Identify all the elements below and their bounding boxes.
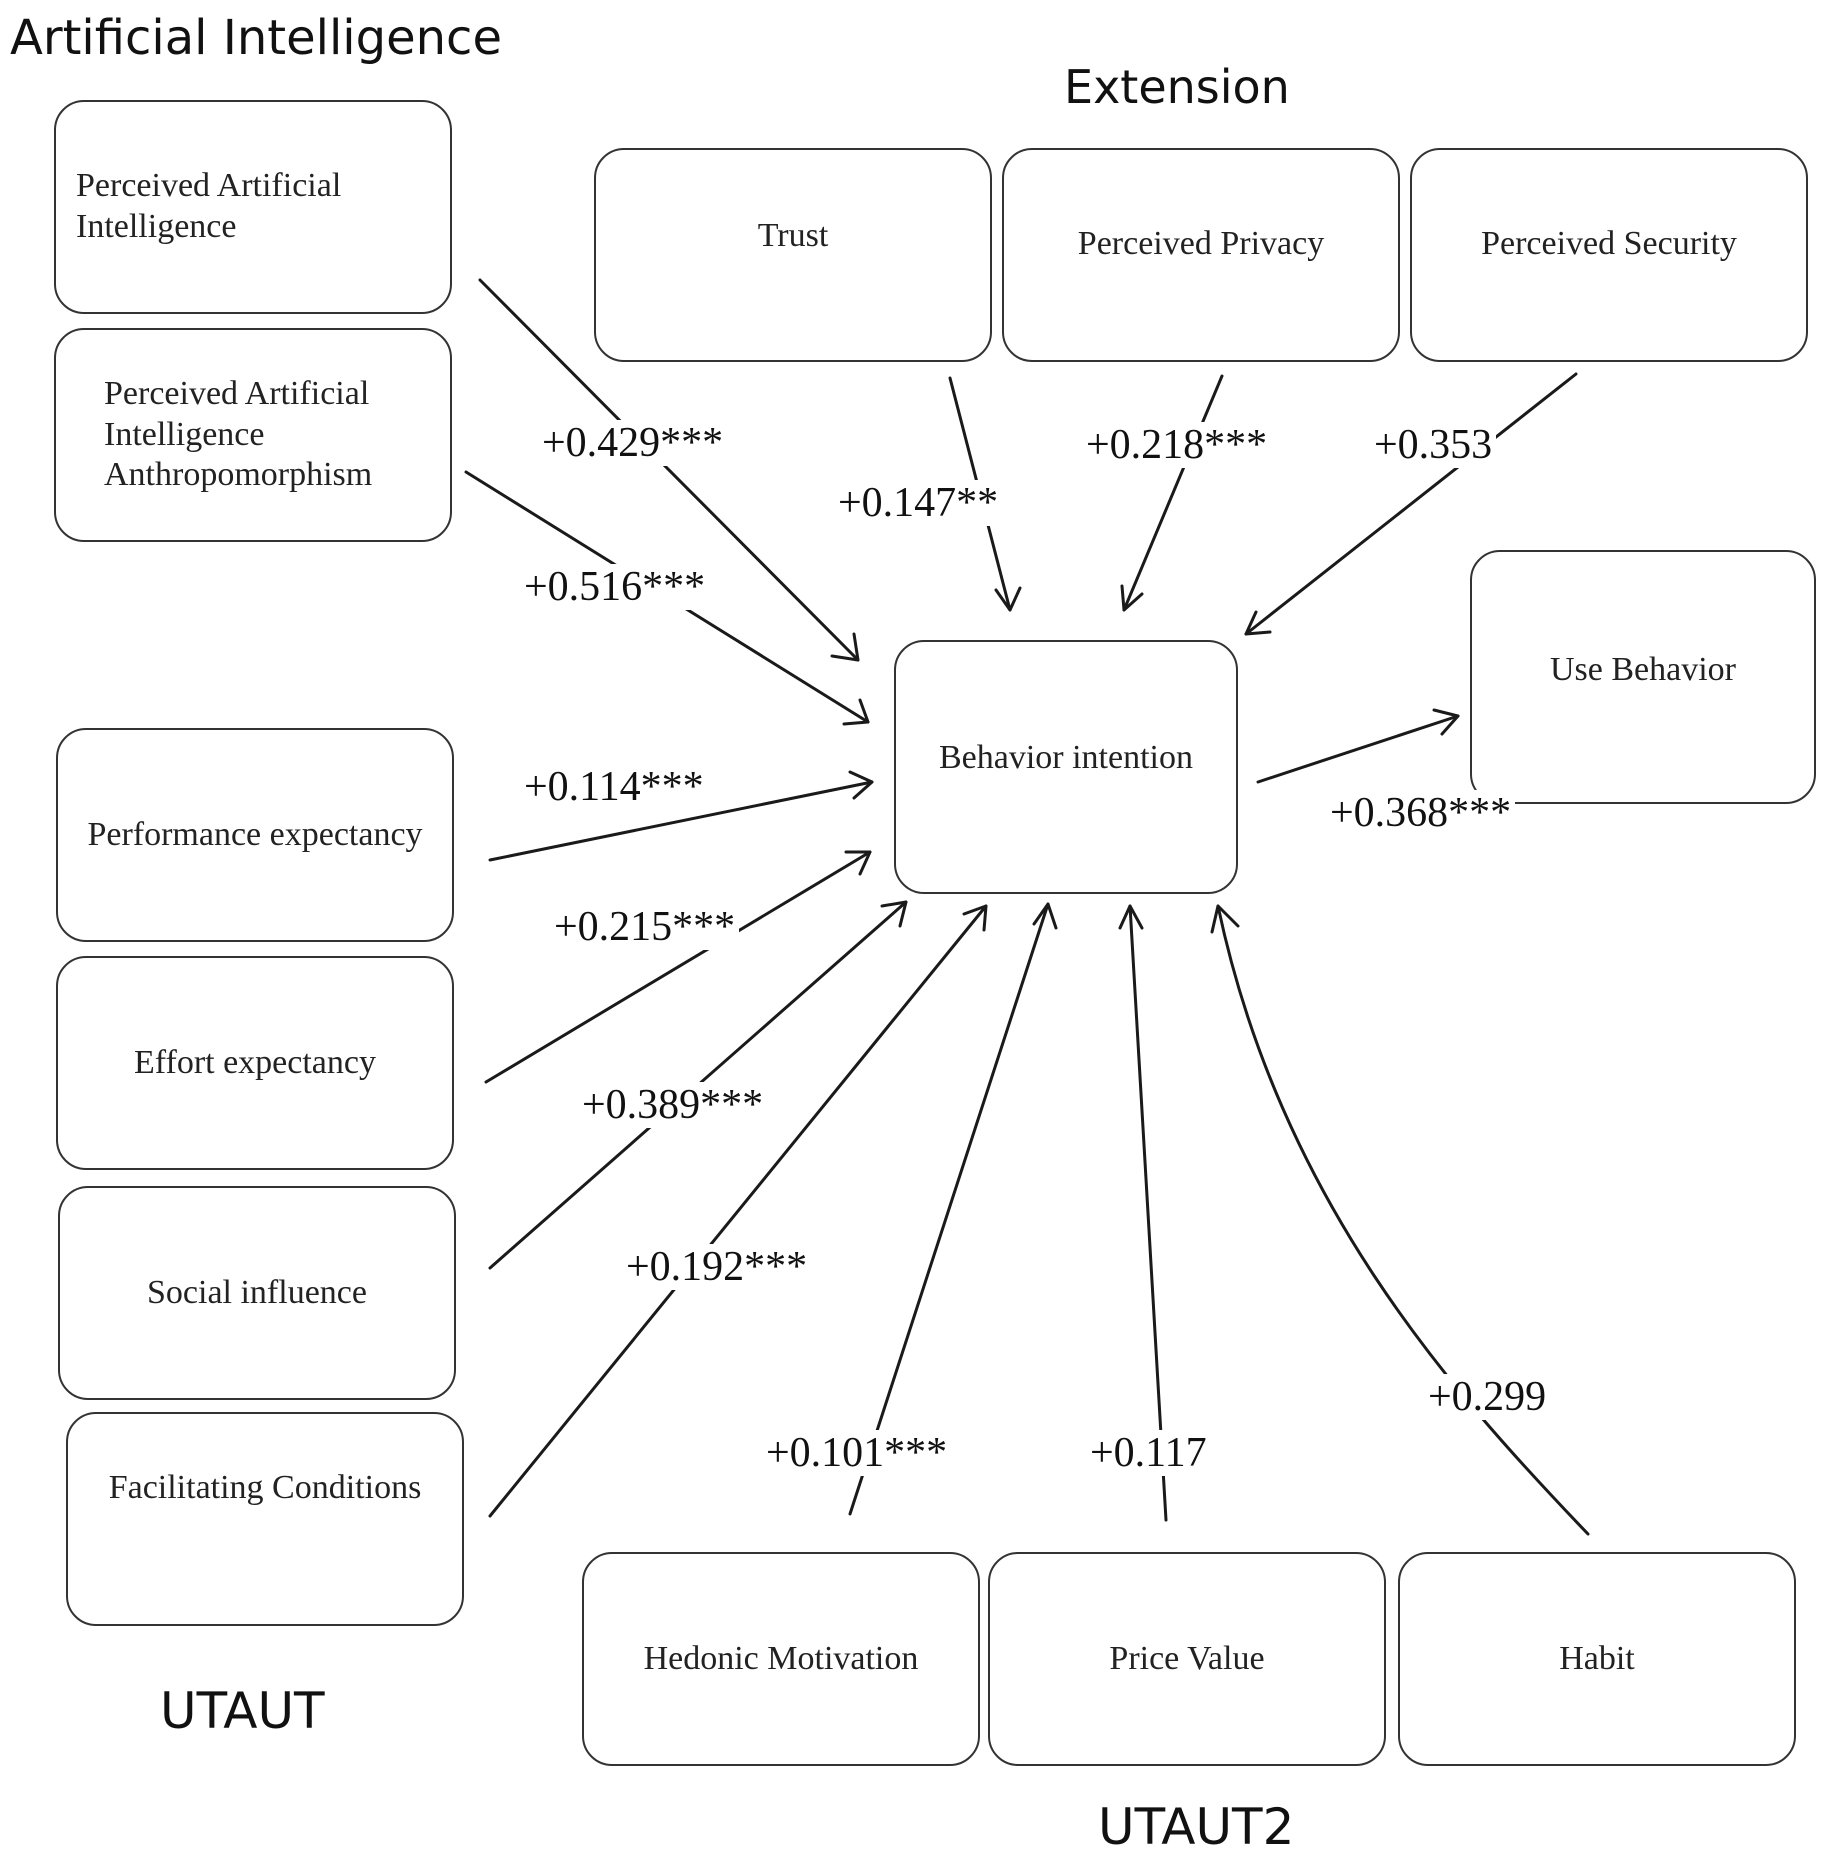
arrow-ee-bi [484, 850, 872, 1084]
node-perceived-ai-label: Perceived Artificial Intelligence [76, 167, 342, 245]
coefficient-ee-bi: +0.215*** [550, 904, 740, 950]
arrow-ps-bi [1244, 372, 1578, 636]
node-price-value-label: Price Value [1109, 1639, 1265, 1677]
arrowhead-pai-bi [830, 632, 860, 662]
node-performance-expectancy: Performance expectancy [56, 728, 454, 942]
node-trust-label: Trust [757, 217, 829, 254]
arrowhead-ee-bi [844, 850, 872, 876]
arrow-fc-bi [488, 904, 988, 1518]
arrow-hm-bi [848, 902, 1050, 1516]
arrow-pp-bi [1122, 374, 1224, 612]
arrowhead-habit-bi [1210, 904, 1240, 934]
node-social-influence-label: Social influence [147, 1273, 367, 1311]
arrowhead-pe-bi [848, 770, 874, 800]
coefficient-trust-bi: +0.147** [834, 480, 1003, 526]
node-habit-label: Habit [1559, 1639, 1635, 1677]
node-behavior-intention: Behavior intention [894, 640, 1238, 894]
node-effort-expectancy-label: Effort expectancy [134, 1043, 376, 1081]
node-perceived-ai: Perceived Artificial Intelligence [54, 100, 452, 314]
node-perceived-ai-anthropomorphism: Perceived Artificial Intelligence Anthro… [54, 328, 452, 542]
node-hedonic-motivation: Hedonic Motivation [582, 1552, 980, 1766]
coefficient-bi-ub: +0.368*** [1326, 790, 1516, 836]
node-facilitating-conditions-label: Facilitating Conditions [108, 1469, 422, 1506]
coefficient-pe-bi: +0.114*** [520, 764, 708, 810]
coefficient-pp-bi: +0.218*** [1082, 422, 1272, 468]
arrowhead-hm-bi [1032, 902, 1058, 930]
coefficient-habit-bi: +0.299 [1424, 1374, 1551, 1420]
arrow-bi-ub [1256, 714, 1460, 784]
arrowhead-si-bi [880, 900, 908, 928]
coefficient-hm-bi: +0.101*** [762, 1430, 952, 1476]
node-price-value: Price Value [988, 1552, 1386, 1766]
arrowhead-pv-bi [1118, 904, 1144, 930]
node-facilitating-conditions: Facilitating Conditions [66, 1412, 464, 1626]
node-hedonic-motivation-label: Hedonic Motivation [643, 1639, 919, 1677]
node-effort-expectancy: Effort expectancy [56, 956, 454, 1170]
node-perceived-privacy: Perceived Privacy [1002, 148, 1400, 362]
node-trust: Trust [594, 148, 992, 362]
node-perceived-security-label: Perceived Security [1481, 225, 1737, 262]
node-perceived-privacy-label: Perceived Privacy [1077, 225, 1325, 262]
node-performance-expectancy-label: Performance expectancy [87, 815, 423, 853]
heading-artificial-intelligence: Artificial Intelligence [10, 10, 502, 66]
arrowhead-fc-bi [962, 904, 988, 932]
coefficient-ps-bi: +0.353 [1370, 422, 1497, 468]
coefficient-fc-bi: +0.192*** [622, 1244, 812, 1290]
coefficient-pv-bi: +0.117 [1086, 1430, 1211, 1476]
arrow-pv-bi [1128, 904, 1168, 1522]
heading-extension: Extension [1064, 60, 1290, 114]
heading-utaut: UTAUT [160, 1682, 325, 1740]
node-social-influence: Social influence [58, 1186, 456, 1400]
arrow-pe-bi [488, 780, 874, 862]
coefficient-si-bi: +0.389*** [578, 1082, 768, 1128]
coefficient-paia-bi: +0.516*** [520, 564, 710, 610]
node-use-behavior: Use Behavior [1470, 550, 1816, 804]
node-perceived-security: Perceived Security [1410, 148, 1808, 362]
node-habit: Habit [1398, 1552, 1796, 1766]
node-use-behavior-label: Use Behavior [1549, 651, 1736, 688]
heading-utaut2: UTAUT2 [1098, 1798, 1295, 1856]
arrowhead-trust-bi [994, 586, 1022, 612]
arrowhead-bi-ub [1432, 708, 1460, 736]
arrowhead-ps-bi [1244, 610, 1272, 636]
node-behavior-intention-label: Behavior intention [938, 739, 1193, 776]
arrowhead-pp-bi [1120, 584, 1144, 612]
arrow-habit-bi [1216, 904, 1590, 1536]
node-perceived-ai-anthropomorphism-label: Perceived Artificial Intelligence Anthro… [104, 374, 373, 494]
arrow-pai-bi [478, 278, 860, 662]
arrowhead-paia-bi [842, 698, 870, 726]
coefficient-pai-bi: +0.429*** [538, 420, 728, 466]
